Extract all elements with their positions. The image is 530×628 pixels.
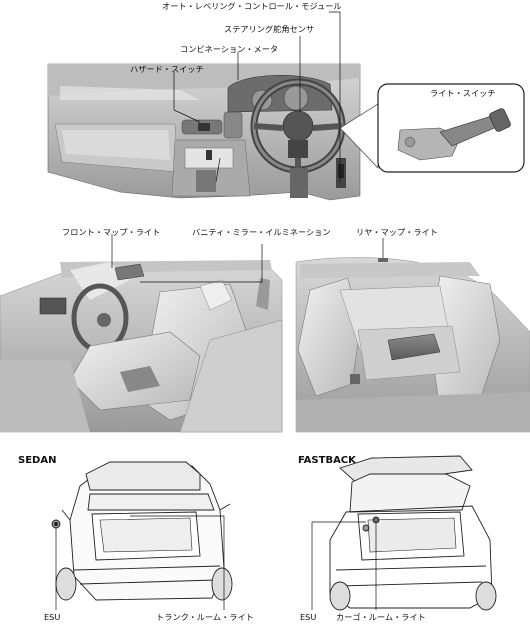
label-hazard-switch: ハザード・スイッチ bbox=[130, 64, 204, 74]
label-auto-leveling-module: オート・レベリング・コントロール・モジュール bbox=[162, 1, 342, 11]
fastback-illustration bbox=[329, 455, 497, 611]
middle-left-leader-lines bbox=[111, 234, 263, 283]
label-rear-map-light: リヤ・マップ・ライト bbox=[356, 227, 438, 237]
sedan-title: SEDAN bbox=[18, 455, 57, 466]
label-vanity-mirror-illumination: バニティ・ミラー・イルミネーション bbox=[192, 227, 331, 237]
label-combination-meter: コンビネーション・メータ bbox=[180, 44, 279, 54]
rear-interior-illustration bbox=[295, 257, 530, 433]
label-steering-angle-sensor: ステアリング舵角センサ bbox=[224, 24, 315, 34]
fastback-leader-lines bbox=[311, 521, 377, 610]
front-interior-illustration bbox=[0, 258, 283, 433]
label-front-map-light: フロント・マップ・ライト bbox=[62, 227, 161, 237]
dashboard-illustration bbox=[47, 63, 361, 201]
label-cargo-room-light: カーゴ・ルーム・ライト bbox=[336, 612, 426, 622]
label-sedan-esu: ESU bbox=[44, 612, 61, 622]
light-switch-zoom bbox=[339, 83, 525, 173]
label-fastback-esu: ESU bbox=[300, 612, 317, 622]
sedan-leader-lines bbox=[55, 515, 225, 610]
label-light-switch: ライト・スイッチ bbox=[430, 88, 496, 98]
fastback-title: FASTBACK bbox=[298, 455, 356, 466]
sedan-illustration bbox=[51, 461, 233, 601]
top-leader-lines bbox=[173, 11, 341, 183]
label-trunk-room-light: トランク・ルーム・ライト bbox=[156, 612, 254, 622]
